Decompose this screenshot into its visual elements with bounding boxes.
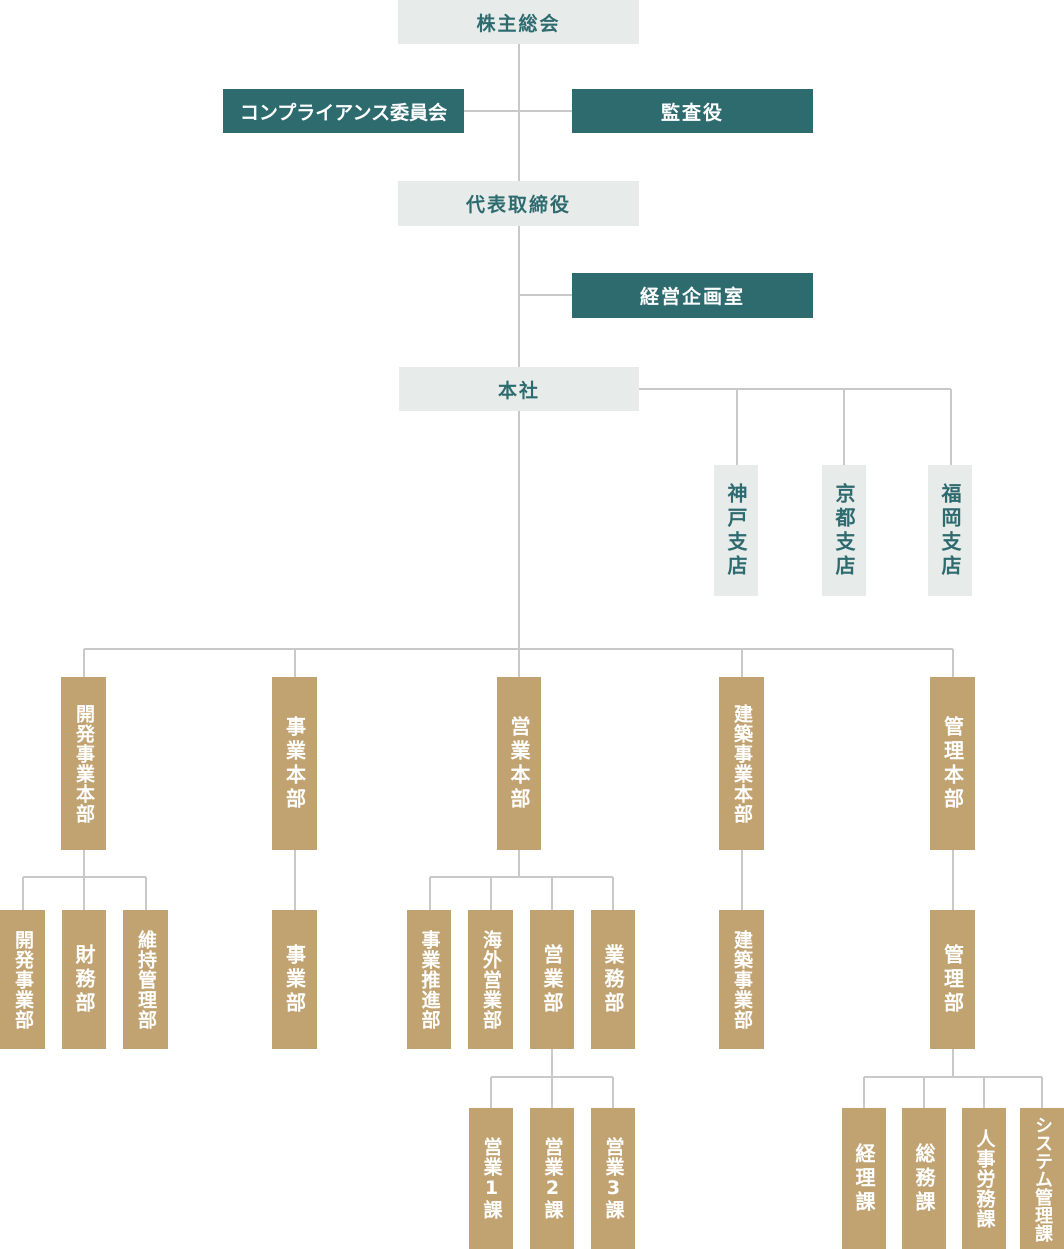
node-dept-operations: 業務部 [591,910,635,1049]
node-shareholders: 株主総会 [398,0,639,44]
node-sec-accounting: 経理課 [842,1108,886,1249]
node-branch-kobe: 神戸支店 [714,465,758,596]
node-dept-construction: 建築事業部 [719,910,764,1049]
node-sec-systems: システム管理課 [1020,1108,1064,1249]
node-div-development: 開発事業本部 [61,677,106,850]
node-dept-management: 管理部 [930,910,975,1049]
node-div-business: 事業本部 [272,677,317,850]
node-dept-dev-business: 開発事業部 [0,910,45,1049]
node-sec-sales-1: 営業1課 [469,1108,513,1249]
node-compliance-committee: コンプライアンス委員会 [223,89,464,133]
node-sec-hr: 人事労務課 [962,1108,1006,1249]
node-dept-sales: 営業部 [530,910,574,1049]
node-dept-finance: 財務部 [62,910,106,1049]
node-headquarters: 本社 [399,367,639,411]
node-div-construction: 建築事業本部 [719,677,764,850]
node-sec-sales-3: 営業3課 [591,1108,635,1249]
node-auditor: 監査役 [572,89,813,133]
node-planning-office: 経営企画室 [572,273,813,318]
node-div-sales: 営業本部 [497,677,541,850]
node-ceo: 代表取締役 [398,181,639,226]
node-div-management: 管理本部 [930,677,975,850]
node-dept-business: 事業部 [272,910,317,1049]
node-dept-overseas-sales: 海外営業部 [468,910,513,1049]
node-sec-general-affairs: 総務課 [902,1108,946,1249]
node-sec-sales-2: 営業2課 [530,1108,574,1249]
node-dept-maintenance: 維持管理部 [123,910,168,1049]
node-branch-kyoto: 京都支店 [822,465,866,596]
node-dept-promotion: 事業推進部 [407,910,451,1049]
node-branch-fukuoka: 福岡支店 [928,465,972,596]
